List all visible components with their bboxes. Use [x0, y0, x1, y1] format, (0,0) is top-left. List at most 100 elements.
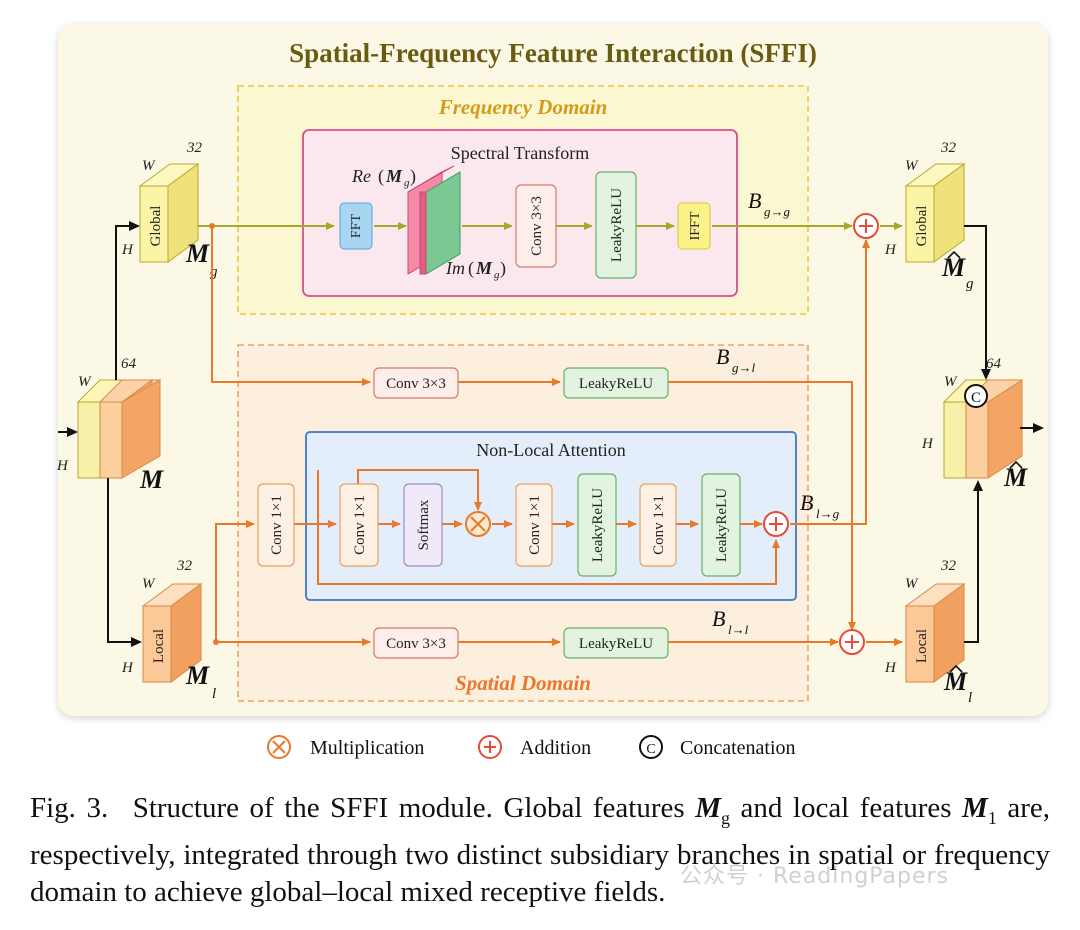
im-m: M — [475, 258, 493, 278]
local-input-block — [141, 583, 203, 683]
re-sub: g — [404, 177, 410, 189]
b-g2l-letter: B — [716, 344, 729, 369]
dim-w-global-out: W — [905, 158, 919, 174]
non-local-attention-title: Non-Local Attention — [476, 440, 625, 460]
watermark: 公众号 · ReadingPapers — [680, 864, 950, 889]
re-m: M — [385, 166, 403, 186]
nl-outer-conv-box — [257, 483, 295, 567]
local-input-label: Local — [151, 629, 167, 663]
legend-addition: Addition — [520, 737, 591, 759]
diagram-title: Spatial-Frequency Feature Interaction (S… — [289, 38, 817, 68]
dim-h-local-in: H — [121, 660, 134, 676]
re-paren: ( — [378, 166, 384, 187]
l2l-conv-label: Conv 3×3 — [386, 636, 446, 652]
b-l2g-letter: B — [800, 490, 813, 515]
b-l2l-letter: B — [712, 606, 725, 631]
concat-op: C — [964, 384, 988, 408]
multiply-op-nl — [465, 511, 491, 537]
fft-label: FFT — [349, 213, 364, 238]
label-m-hat: M — [1003, 463, 1028, 492]
concat-symbol: C — [971, 390, 981, 406]
spectral-leaky-label: LeakyReLU — [609, 188, 625, 262]
label-ml: M — [185, 661, 210, 690]
label-mg-hat-sub: g — [966, 276, 974, 292]
caption-mg-sub: g — [720, 807, 730, 828]
nl-conv-b-label: Conv 1×1 — [527, 495, 543, 555]
label-ml-sub: l — [212, 686, 216, 702]
nl-conv-c-label: Conv 1×1 — [651, 495, 667, 555]
spectral-transform-title: Spectral Transform — [451, 143, 590, 163]
legend-add-icon — [478, 735, 502, 759]
global-output-block — [904, 163, 966, 263]
legend: Multiplication Addition C Concatenation — [267, 735, 796, 759]
re-label: Re — [351, 166, 371, 186]
im-paren-close: ) — [500, 258, 506, 279]
dim-h-global-out: H — [884, 242, 897, 258]
b-g2g-sub: g→g — [764, 204, 791, 219]
dim-h-global-in: H — [121, 242, 134, 258]
g2l-leaky-box — [563, 367, 669, 399]
g2l-conv-label: Conv 3×3 — [386, 376, 446, 392]
spatial-connectors — [211, 226, 903, 646]
input-block-m — [76, 379, 162, 479]
main-connectors — [58, 221, 1044, 647]
branch-labels: B g→g B g→l B l→g B l→l — [712, 188, 840, 637]
nl-leaky-c-box — [701, 473, 741, 577]
dim-w-out: W — [944, 374, 958, 390]
im-sub: g — [494, 269, 500, 281]
hat-marks — [947, 250, 1023, 673]
legend-multiplication: Multiplication — [310, 737, 424, 759]
dim-h-local-out: H — [884, 660, 897, 676]
fft-box — [339, 202, 373, 250]
caption-text-2: and local features — [740, 792, 952, 824]
label-ml-hat-sub: l — [968, 690, 972, 706]
b-l2g-sub: l→g — [816, 506, 840, 521]
frequency-domain-label: Frequency Domain — [438, 95, 608, 119]
legend-concatenation: Concatenation — [680, 737, 796, 759]
nl-leaky-b-label: LeakyReLU — [590, 488, 606, 562]
l2l-conv-box — [373, 627, 459, 659]
spectral-conv-label: Conv 3×3 — [529, 196, 545, 256]
b-l2l-sub: l→l — [728, 622, 749, 637]
global-input-label: Global — [148, 206, 164, 247]
nl-conv-a-box — [339, 483, 379, 567]
b-g2l-sub: g→l — [732, 360, 756, 375]
caption-text-1: Structure of the SFFI module. Global fea… — [132, 792, 685, 824]
l2l-leaky-box — [563, 627, 669, 659]
spatial-domain-label: Spatial Domain — [455, 671, 591, 695]
g2l-leaky-label: LeakyReLU — [579, 376, 653, 392]
label-mg-hat: M — [941, 253, 966, 282]
add-op-nl — [763, 511, 789, 537]
re-im-stack — [407, 165, 461, 275]
dimension-labels: 32 W H 64 W H 32 W H 32 W H 64 W H 32 W … — [56, 140, 1002, 676]
l2l-leaky-label: LeakyReLU — [579, 636, 653, 652]
caption-text-3: are, respectively, integrated through tw… — [30, 792, 1051, 908]
label-mg: M — [185, 239, 210, 268]
caption-mg: M — [695, 792, 721, 824]
dim-64-out: 64 — [986, 356, 1002, 372]
dim-64-in: 64 — [121, 356, 137, 372]
figure-caption: Fig. 3. Structure of the SFFI module. Gl… — [30, 790, 1050, 911]
im-paren: ( — [468, 258, 474, 279]
nl-conv-b-box — [515, 483, 553, 567]
nl-leaky-c-label: LeakyReLU — [714, 488, 730, 562]
caption-ml: M — [962, 792, 988, 824]
nl-softmax-box — [403, 483, 443, 567]
dim-32-global-in: 32 — [186, 140, 203, 156]
spectral-leaky-box — [595, 171, 637, 279]
ifft-label: IFFT — [688, 211, 703, 240]
ifft-box — [677, 202, 711, 250]
dim-w-global-in: W — [142, 158, 156, 174]
global-output-label: Global — [914, 206, 930, 247]
b-g2g-letter: B — [748, 188, 761, 213]
legend-concat-symbol: C — [646, 742, 655, 757]
branch-dot-local — [213, 639, 219, 645]
legend-concat-icon: C — [639, 735, 663, 759]
label-m: M — [139, 465, 164, 494]
label-mg-sub: g — [210, 264, 218, 280]
dim-w-in: W — [78, 374, 92, 390]
dim-w-local-out: W — [905, 576, 919, 592]
dim-32-global-out: 32 — [940, 140, 957, 156]
